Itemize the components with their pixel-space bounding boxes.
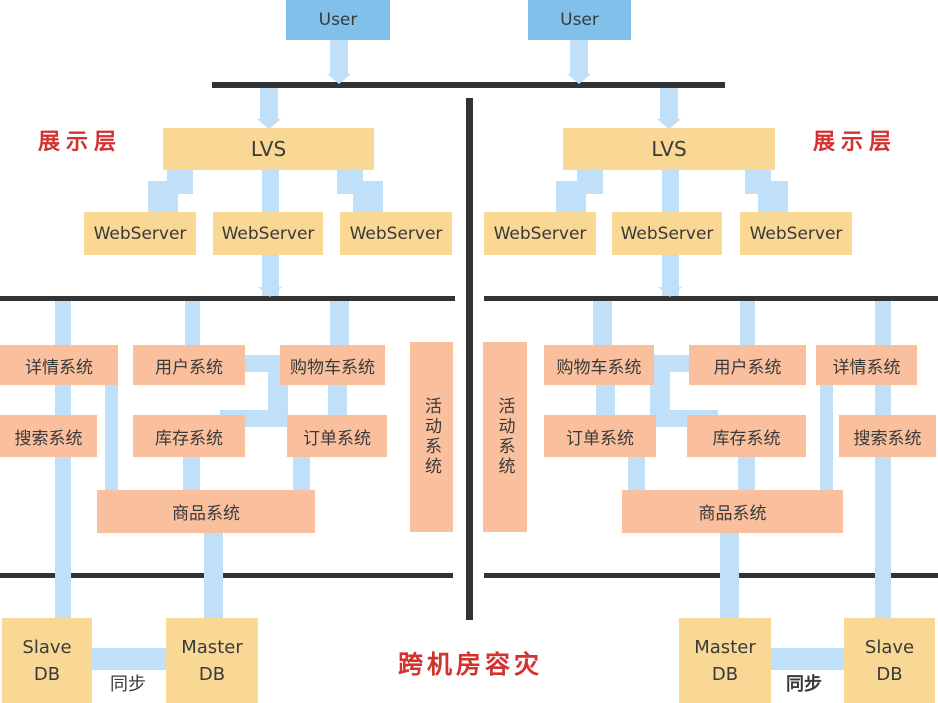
stock-system-node: 库存系统 (687, 415, 806, 457)
disaster-recovery-caption: 跨机房容灾 (398, 650, 544, 679)
lvs-node: LVS (563, 128, 775, 170)
sync-label: 同步 (786, 674, 822, 695)
detail-system-node: 详情系统 (816, 345, 917, 385)
connector-webserver-to-bus (662, 255, 679, 296)
connector-bus-to-user-system (185, 301, 200, 345)
layer-annotation-left: 展示层 (38, 130, 123, 155)
connector-lvs-to-webserver3 (758, 181, 788, 212)
webserver-node: WebServer (484, 212, 596, 255)
lvs-node: LVS (163, 128, 374, 170)
search-system-node: 搜索系统 (0, 415, 97, 457)
cart-system-node: 购物车系统 (544, 345, 654, 385)
product-system-node: 商品系统 (622, 490, 843, 533)
connector-lvs-to-webserver3 (353, 181, 383, 212)
connector-stock-to-product-system (183, 457, 200, 490)
connector-bus-to-cart-system (593, 301, 612, 345)
connector-bus-to-user-system (740, 301, 755, 345)
top-bus-bar (212, 82, 725, 88)
user-node: User (528, 0, 631, 40)
search-system-node: 搜索系统 (839, 415, 936, 457)
arrowhead-down-icon (567, 74, 591, 84)
slave-db-node: Slave DB (844, 618, 935, 703)
connector-lvs-to-webserver1 (148, 181, 178, 212)
connector-bus-to-lvs (260, 88, 278, 122)
arrowhead-down-icon (657, 119, 681, 129)
connector-order-to-product-system (293, 457, 310, 490)
activity-system-node: 活动系统 (483, 342, 527, 532)
connector-cart-to-user-system (654, 355, 689, 372)
connector-lvs-to-webserver1 (556, 181, 586, 212)
webserver-node: WebServer (740, 212, 852, 255)
order-system-node: 订单系统 (544, 415, 656, 457)
datacenter-divider-bar (466, 98, 473, 620)
data-bus-bar-left (0, 573, 453, 578)
webserver-node: WebServer (84, 212, 196, 255)
data-bus-bar-right (484, 573, 938, 578)
connector-bus-to-cart-system (330, 301, 349, 345)
connector-lvs-to-webserver2 (662, 170, 679, 212)
webserver-node: WebServer (612, 212, 722, 255)
connector-lvs-to-webserver2 (262, 170, 279, 212)
connector-product-to-masterdb (720, 533, 739, 618)
user-system-node: 用户系统 (689, 345, 806, 385)
connector-cart-to-order-system (596, 385, 615, 415)
order-system-node: 订单系统 (287, 415, 387, 457)
master-db-node: Master DB (679, 618, 771, 703)
arrowhead-down-icon (658, 287, 682, 297)
user-system-node: 用户系统 (133, 345, 245, 385)
connector-user-to-cart-system (245, 355, 280, 372)
connector-detail-to-product-system (820, 385, 833, 490)
connector-user-to-bus (330, 40, 348, 76)
master-db-node: Master DB (166, 618, 258, 703)
detail-system-node: 详情系统 (0, 345, 118, 385)
activity-system-node: 活动系统 (410, 342, 453, 532)
cart-system-node: 购物车系统 (280, 345, 385, 385)
slave-db-node: Slave DB (2, 618, 92, 703)
webserver-node: WebServer (340, 212, 452, 255)
service-bus-bar-right (484, 296, 938, 301)
sync-label: 同步 (110, 674, 146, 695)
user-node: User (286, 0, 390, 40)
arrowhead-down-icon (327, 74, 351, 84)
stock-system-node: 库存系统 (133, 415, 245, 457)
arrowhead-down-icon (257, 119, 281, 129)
connector-stock-to-product-system (738, 457, 755, 490)
connector-product-to-masterdb (204, 533, 223, 618)
connector-order-to-product-system (628, 457, 645, 490)
webserver-node: WebServer (213, 212, 323, 255)
connector-detail-to-product-system (105, 385, 118, 490)
product-system-node: 商品系统 (97, 490, 315, 533)
connector-webserver-to-bus (262, 255, 279, 296)
layer-annotation-right: 展示层 (813, 130, 898, 155)
connector-user-to-bus (570, 40, 588, 76)
connector-bus-to-lvs (660, 88, 678, 122)
connector-db-sync (92, 648, 166, 670)
service-bus-bar-left (0, 296, 455, 301)
arrowhead-down-icon (258, 287, 282, 297)
connector-db-sync (771, 648, 844, 670)
connector-cart-to-order-system (328, 385, 347, 415)
